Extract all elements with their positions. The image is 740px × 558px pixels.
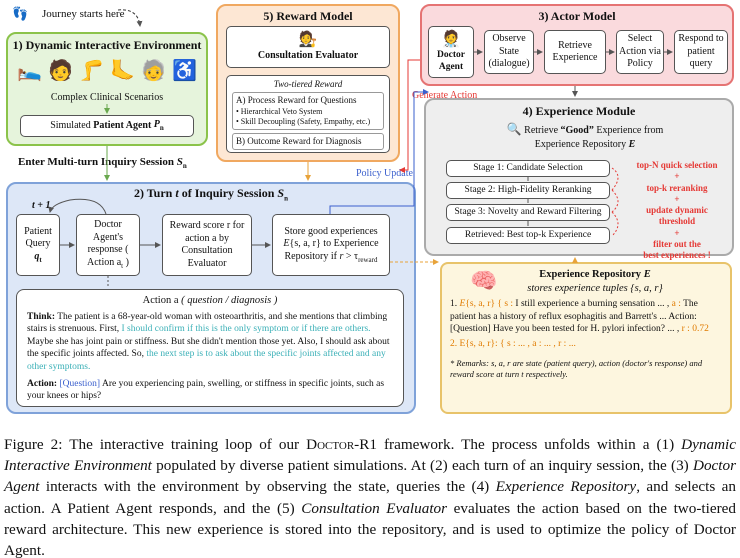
patients-illustration: 🛌 🧑 🦵 🦶 🧓 ♿ xyxy=(14,58,200,86)
generate-action-label: Generate Action xyxy=(412,90,478,101)
judge-icon: 🧑‍⚖ xyxy=(298,32,318,49)
brain-icon: 🧠 xyxy=(470,268,498,293)
reward-model-title: 5) Reward Model xyxy=(263,9,353,23)
wheelchair-icon: ♿ xyxy=(172,60,197,82)
experience-module-title: 4) Experience Module xyxy=(522,104,636,118)
respond-box: Respond to patient query xyxy=(674,30,728,74)
action-detail-box: Action a ( question / diagnosis ) Think:… xyxy=(16,289,404,407)
environment-title: 1) Dynamic Interactive Environment xyxy=(12,38,202,52)
doctor-agent-box: 🧑‍⚕ Doctor Agent xyxy=(428,26,474,78)
t-plus-1-label: t + 1 xyxy=(32,200,51,211)
observe-state-box: Observe State (dialogue) xyxy=(484,30,534,74)
patient-query-box: Patient Query qt xyxy=(16,214,60,276)
stage-3-box: Stage 3: Novelty and Reward Filtering xyxy=(446,204,610,221)
consultation-evaluator-box: 🧑‍⚖ Consultation Evaluator xyxy=(226,26,390,68)
generate-action-arrow xyxy=(399,59,420,173)
knee-icon: 🦶 xyxy=(110,60,135,82)
scenarios-label: Complex Clinical Scenarios xyxy=(50,92,164,103)
bed-patient-icon: 🛌 xyxy=(17,60,42,82)
action-paragraph: Action: [Question] Are you experiencing … xyxy=(27,378,385,402)
doctor-icon: 🧑‍⚕ xyxy=(441,31,461,49)
elderly-patient-icon: 🧓 xyxy=(141,60,166,82)
retrieved-box: Retrieved: Best top-k Experience xyxy=(446,227,610,244)
think-paragraph: Think: The patient is a 68-year-old woma… xyxy=(27,311,390,372)
actor-model-title: 3) Actor Model xyxy=(538,9,616,23)
retrieve-good-text: 🔍 Retrieve “Good” Experience from Experi… xyxy=(506,122,664,150)
reward-score-box: Reward score r for action a by Consultat… xyxy=(162,214,252,276)
leg-icon: 🦵 xyxy=(79,60,104,82)
repository-items: 1. E{s, a, r} { s : I still experience a… xyxy=(450,298,726,381)
repository-item-1: 1. E{s, a, r} { s : I still experience a… xyxy=(450,299,709,335)
turn-title: 2) Turn t of Inquiry Session Sn xyxy=(134,186,288,203)
footprints-icon: 👣 xyxy=(12,6,29,21)
two-tiered-reward-box: Two-tiered Reward A) Process Reward for … xyxy=(226,75,390,153)
repository-panel xyxy=(440,262,732,414)
search-icon: 🔍 xyxy=(506,122,522,136)
repository-item-2: 2. E{s, a, r}: { s : ... , a : ... , r :… xyxy=(450,338,576,349)
doctor-response-box: Doctor Agent's response ( Action at ) xyxy=(76,214,140,276)
policy-update-label: Policy Update xyxy=(356,168,413,179)
stage-2-box: Stage 2: High-Fidelity Reranking xyxy=(446,182,610,199)
select-action-box: Select Action via Policy xyxy=(616,30,664,74)
enter-session-label: Enter Multi-turn Inquiry Session Sn xyxy=(18,156,187,171)
repository-title: Experience Repository E stores experienc… xyxy=(527,269,663,294)
retrieve-experience-box: Retrieve Experience xyxy=(544,30,606,74)
stage-1-box: Stage 1: Candidate Selection xyxy=(446,160,610,177)
figure-caption: Figure 2: The interactive training loop … xyxy=(4,436,737,558)
patient-icon: 🧑 xyxy=(48,60,73,82)
pipeline-notes: top-N quick selection + top-k reranking … xyxy=(636,160,718,260)
store-experience-box: Store good experiences E{s, a, r} to Exp… xyxy=(272,214,390,276)
repository-remarks: * Remarks: s, a, r are state (patient qu… xyxy=(450,358,703,380)
journey-label: Journey starts here xyxy=(42,8,125,20)
simulated-patient-box: Simulated Patient Agent Pn xyxy=(20,115,194,137)
